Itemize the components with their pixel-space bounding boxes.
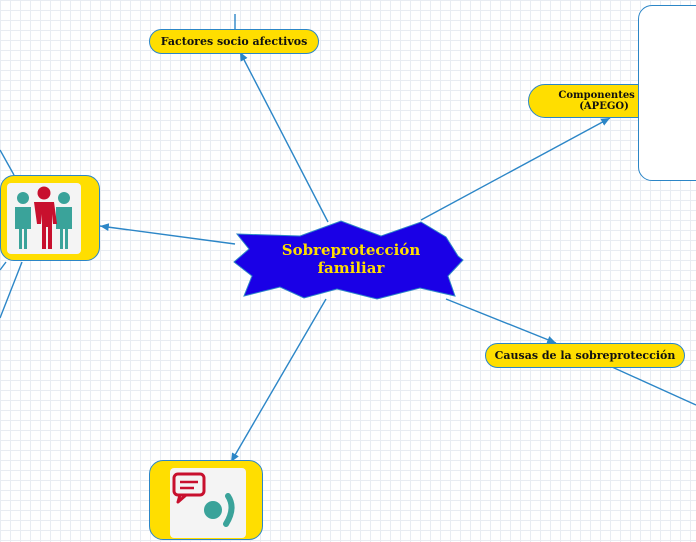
node-componentes-line2: (APEGO) xyxy=(579,101,629,112)
connector-people-down2 xyxy=(0,261,7,271)
connector-people-up xyxy=(0,149,15,176)
connector-factores xyxy=(239,51,329,223)
image-node-speech[interactable] xyxy=(149,460,263,540)
connector-people-down1 xyxy=(0,261,23,319)
node-factores-label: Factores socio afectivos xyxy=(160,35,308,48)
node-componentes-line1: Componentes parentales xyxy=(558,90,696,101)
mind-map-canvas xyxy=(0,14,696,463)
attached-note-box[interactable] xyxy=(638,5,696,181)
node-causas-label: Causas de la sobreprotección xyxy=(494,349,676,362)
central-topic-label[interactable]: Sobreprotección familiar xyxy=(258,241,444,277)
people-group-icon xyxy=(7,183,81,254)
connector-causas-out xyxy=(611,366,696,406)
node-factores-socio-afectivos[interactable]: Factores socio afectivos xyxy=(149,29,319,54)
connector-componentes xyxy=(420,117,611,221)
node-causas-sobreproteccion[interactable]: Causas de la sobreprotección xyxy=(485,343,685,368)
central-topic-shape[interactable] xyxy=(233,220,464,300)
central-topic-line2: familiar xyxy=(317,259,385,277)
connector-people xyxy=(99,223,236,245)
image-node-people[interactable] xyxy=(0,175,100,261)
connector-speech xyxy=(230,298,327,463)
person-speech-icon xyxy=(170,468,246,538)
connector-causas xyxy=(445,298,557,344)
central-topic-line1: Sobreprotección xyxy=(281,241,421,259)
